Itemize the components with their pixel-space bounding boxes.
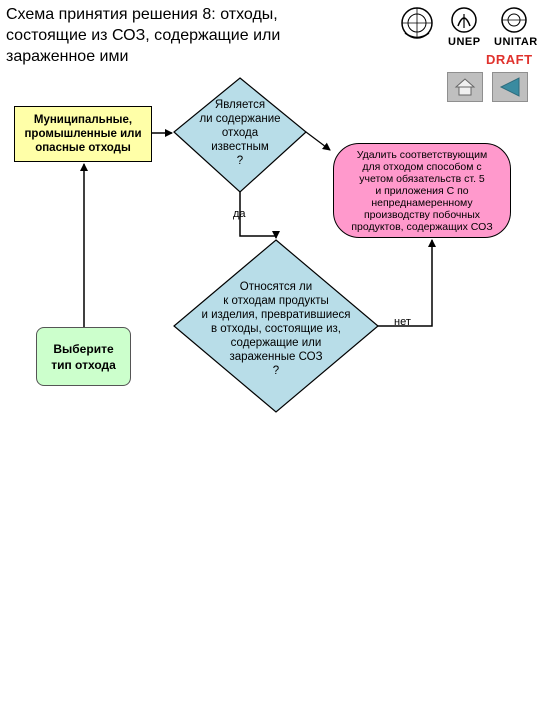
decision-diamond-2 bbox=[173, 239, 379, 413]
edge-decision1-yes bbox=[239, 192, 280, 239]
back-arrow-icon bbox=[499, 77, 520, 97]
un-emblem-icon bbox=[401, 7, 433, 39]
edge-decision2-no bbox=[378, 239, 436, 327]
logo-strip: UNEP UNITAR bbox=[396, 6, 538, 50]
back-button[interactable] bbox=[492, 72, 528, 102]
home-button[interactable] bbox=[447, 72, 483, 102]
page-title: Схема принятия решения 8: отходы, состоя… bbox=[6, 4, 326, 67]
home-icon bbox=[454, 78, 476, 96]
edge-decision1-to-remove bbox=[305, 131, 331, 151]
edge-label-yes: да bbox=[233, 208, 246, 220]
unep-emblem-icon bbox=[451, 7, 477, 33]
title-line: Схема принятия решения 8: отходы, bbox=[6, 6, 278, 23]
decision1-text: Является ли содержание отхода известным … bbox=[199, 99, 281, 167]
unitar-emblem-icon bbox=[501, 7, 527, 33]
title-line: зараженное ими bbox=[6, 48, 129, 65]
waste-types-box: Муниципальные, промышленные или опасные … bbox=[14, 106, 152, 162]
unitar-logo-text: UNITAR bbox=[494, 36, 538, 48]
title-line: состоящие из СОЗ, содержащие или bbox=[6, 27, 281, 44]
draft-label: DRAFT bbox=[486, 52, 533, 67]
remove-waste-box: Удалить соответствующим для отходом спос… bbox=[333, 143, 511, 238]
choose-waste-type-button[interactable]: Выберите тип отхода bbox=[36, 327, 131, 386]
edge-label-no: нет bbox=[394, 316, 411, 328]
decision2-text: Относятся ли к отходам продукты и издели… bbox=[201, 281, 351, 377]
unep-logo-text: UNEP bbox=[448, 36, 481, 48]
